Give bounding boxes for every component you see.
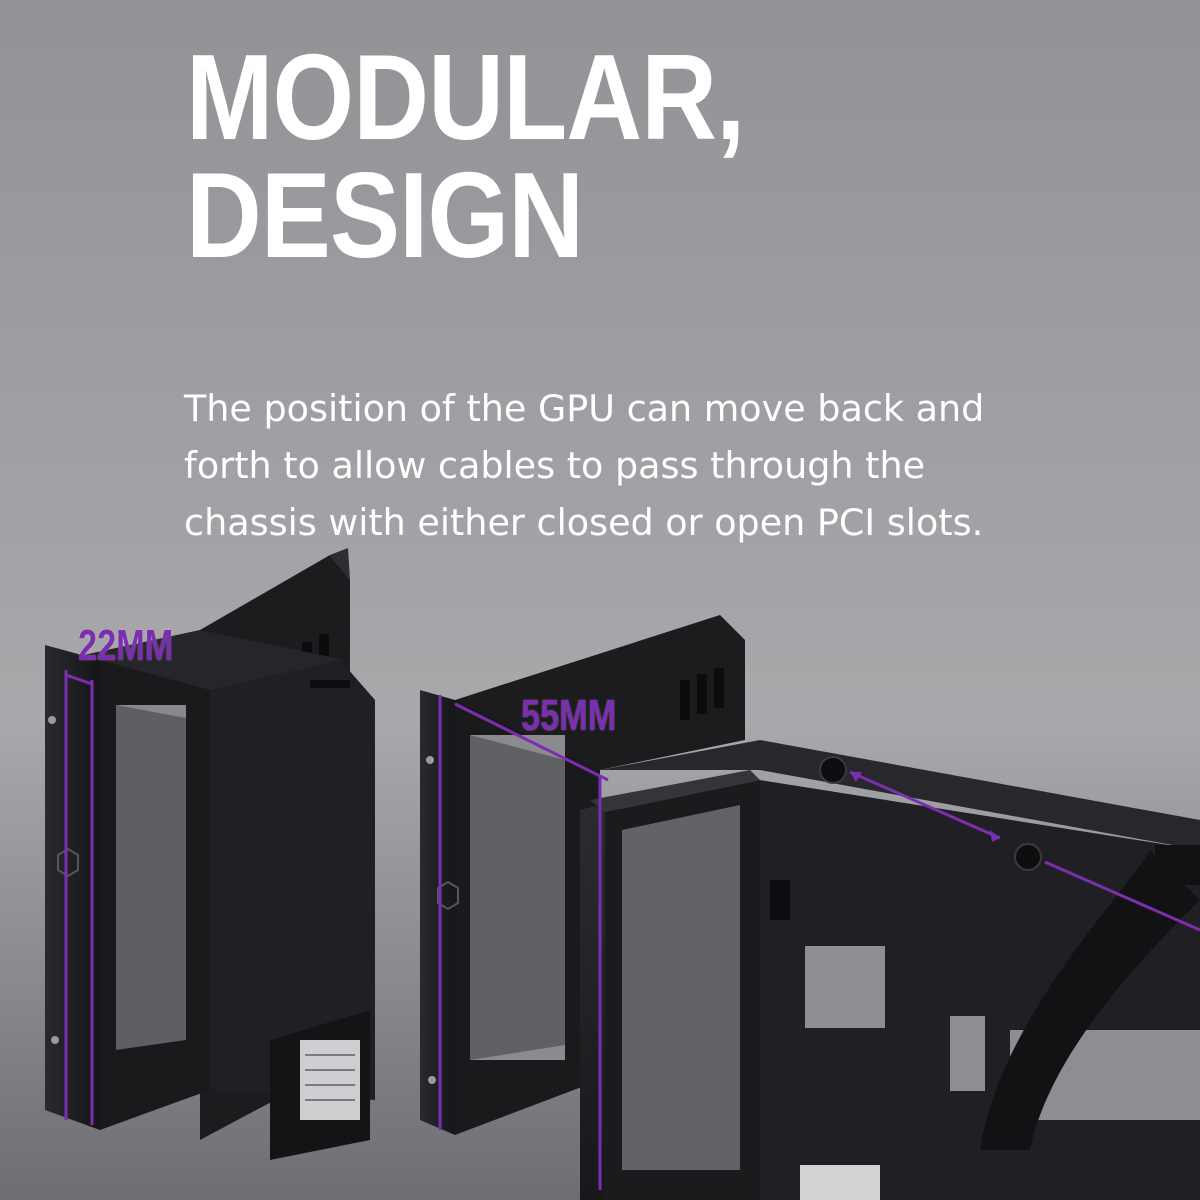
description-line-2: forth to allow cables to pass through th… <box>184 444 926 487</box>
description: The position of the GPU can move back an… <box>184 380 1084 551</box>
bracket-right <box>420 615 1200 1200</box>
thumbscrew-icon <box>819 756 1042 871</box>
headline-line-1: MODULAR, <box>186 29 745 165</box>
dimension-label-22mm: 22MM <box>78 621 174 670</box>
gpu-bracket-product-image <box>45 548 1200 1200</box>
dimension-label-55mm: 55MM <box>521 691 617 740</box>
description-line-3: chassis with either closed or open PCI s… <box>184 501 984 544</box>
headline: MODULAR, DESIGN <box>186 29 745 283</box>
bracket-left <box>45 548 375 1160</box>
description-line-1: The position of the GPU can move back an… <box>184 387 985 430</box>
dimension-markers <box>64 670 1200 1190</box>
headline-line-2: DESIGN <box>186 147 584 283</box>
